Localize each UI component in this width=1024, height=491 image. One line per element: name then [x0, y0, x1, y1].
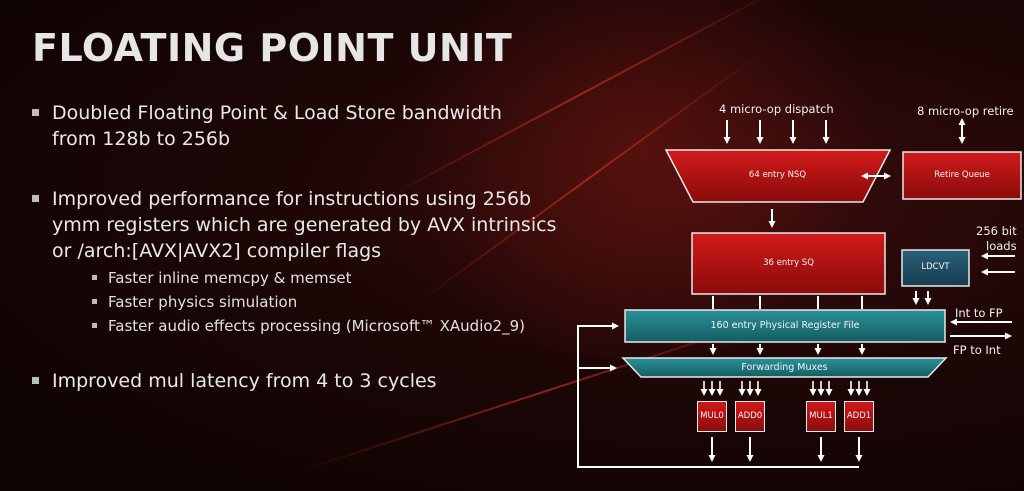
bullet-3: Improved mul latency from 4 to 3 cycles — [32, 368, 437, 394]
sub-bullet-2: Faster physics simulation — [92, 291, 297, 313]
sub-bullet-marker — [92, 323, 97, 328]
sub-bullet-2-text: Faster physics simulation — [108, 293, 298, 311]
bullet-3-line-1: Improved mul latency from 4 to 3 cycles — [52, 370, 437, 392]
sub-bullet-3: Faster audio effects processing (Microso… — [92, 315, 525, 337]
slide-title: FLOATING POINT UNIT — [32, 26, 513, 70]
retire-label: 8 micro-op retire — [917, 104, 1014, 118]
bullet-2-line-3: or /arch:[AVX|AVX2] compiler flags — [52, 240, 382, 262]
bullet-marker — [32, 109, 39, 116]
ldcvt-label: LDCVT — [921, 262, 950, 272]
sub-bullet-1: Faster inline memcpy & memset — [92, 267, 352, 289]
add0-unit: ADD0 — [735, 401, 765, 432]
bullet-1-line-2: from 128b to 256b — [52, 128, 231, 150]
fp-to-int-label: FP to Int — [953, 343, 1001, 357]
int-to-fp-label: Int to FP — [955, 306, 1003, 320]
bullet-1-line-1: Doubled Floating Point & Load Store band… — [52, 102, 502, 124]
forwarding-muxes-label: Forwarding Muxes — [741, 362, 828, 373]
mul1-unit: MUL1 — [806, 401, 836, 432]
bullet-2-line-1: Improved performance for instructions us… — [52, 188, 532, 210]
sub-bullet-marker — [92, 299, 97, 304]
sub-bullet-1-text: Faster inline memcpy & memset — [108, 269, 352, 287]
bullet-2-line-2: ymm registers which are generated by AVX… — [52, 214, 557, 236]
sq-label: 36 entry SQ — [763, 258, 814, 268]
dispatch-label: 4 micro-op dispatch — [719, 102, 834, 116]
prf-label: 160 entry Physical Register File — [710, 320, 860, 331]
retire-queue-label: Retire Queue — [934, 170, 990, 180]
nsq-label: 64 entry NSQ — [748, 170, 807, 180]
add1-unit: ADD1 — [844, 401, 874, 432]
sub-bullet-3-text: Faster audio effects processing (Microso… — [108, 317, 525, 335]
bullet-marker — [32, 377, 39, 384]
loads-label-line-1: 256 bit — [976, 224, 1017, 238]
loads-label-line-2: loads — [986, 239, 1017, 253]
sub-bullet-marker — [92, 275, 97, 280]
bullet-2: Improved performance for instructions us… — [32, 186, 556, 264]
mux-to-unit-arrows — [700, 381, 871, 396]
mul0-unit: MUL0 — [697, 401, 727, 432]
bullet-1: Doubled Floating Point & Load Store band… — [32, 100, 502, 152]
bullet-marker — [32, 195, 39, 202]
unit-output-arrows — [708, 437, 863, 462]
